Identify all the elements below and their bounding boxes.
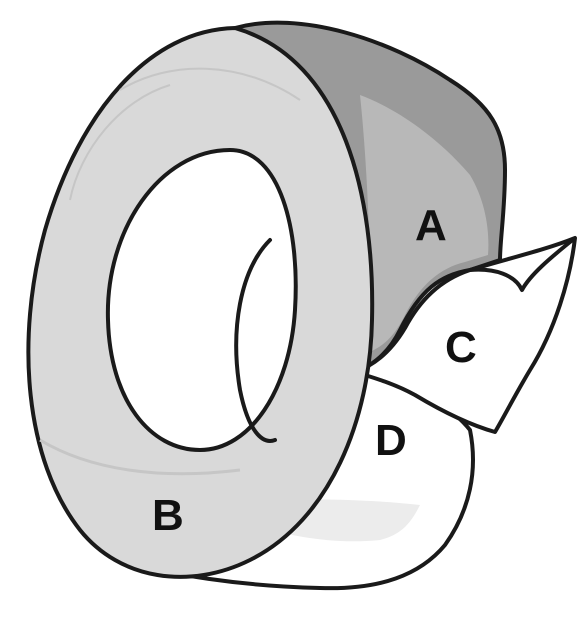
label-c: C: [445, 323, 477, 372]
label-a: A: [415, 201, 447, 250]
label-d: D: [375, 416, 407, 465]
label-b: B: [152, 491, 184, 540]
side-face-ring: [28, 28, 372, 577]
